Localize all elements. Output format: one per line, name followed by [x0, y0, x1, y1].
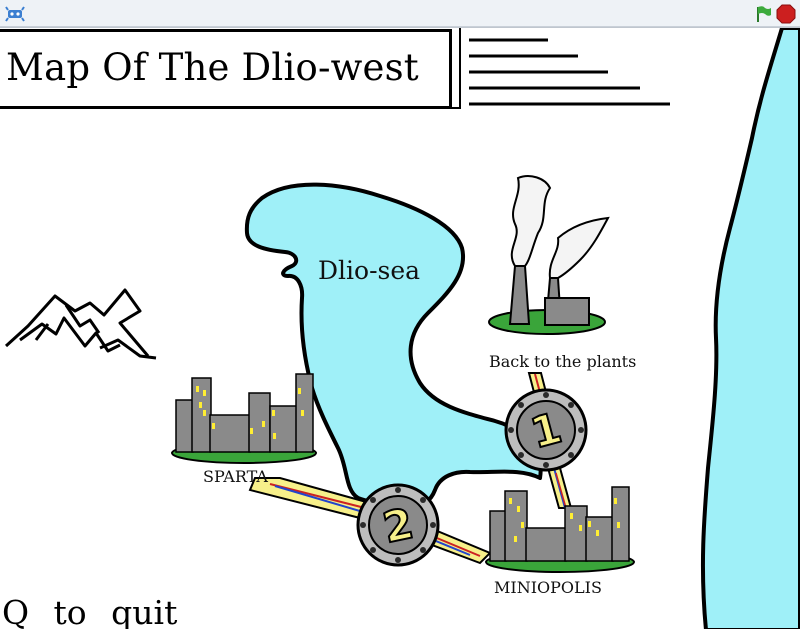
sparta-label[interactable]: SPARTA — [203, 467, 268, 486]
location-marker-1[interactable]: 1 — [504, 388, 588, 472]
sparta-city — [171, 373, 317, 464]
quit-hint: Q to quit — [2, 593, 178, 629]
player-toolbar — [0, 0, 800, 27]
stop-icon[interactable] — [776, 4, 796, 24]
game-stage[interactable]: 1 2 Map Of The Dlio-west Dlio-sea Back t… — [0, 27, 800, 629]
mountains — [4, 288, 157, 360]
road-miniopolis — [546, 467, 573, 509]
map-title: Map Of The Dlio-west — [6, 46, 419, 89]
sea-label: Dlio-sea — [318, 256, 421, 285]
location-marker-2[interactable]: 2 — [356, 483, 440, 567]
map-canvas: 1 2 — [4, 28, 800, 629]
plants-label[interactable]: Back to the plants — [489, 352, 637, 371]
power-plant — [488, 175, 610, 335]
east-ocean — [700, 28, 800, 629]
scratch-logo-icon[interactable] — [5, 4, 25, 24]
miniopolis-city — [485, 486, 635, 573]
title-box — [0, 29, 452, 109]
miniopolis-label[interactable]: MINIOPOLIS — [494, 578, 602, 597]
title-decor-lines — [469, 38, 670, 106]
green-flag-icon[interactable] — [753, 4, 773, 24]
